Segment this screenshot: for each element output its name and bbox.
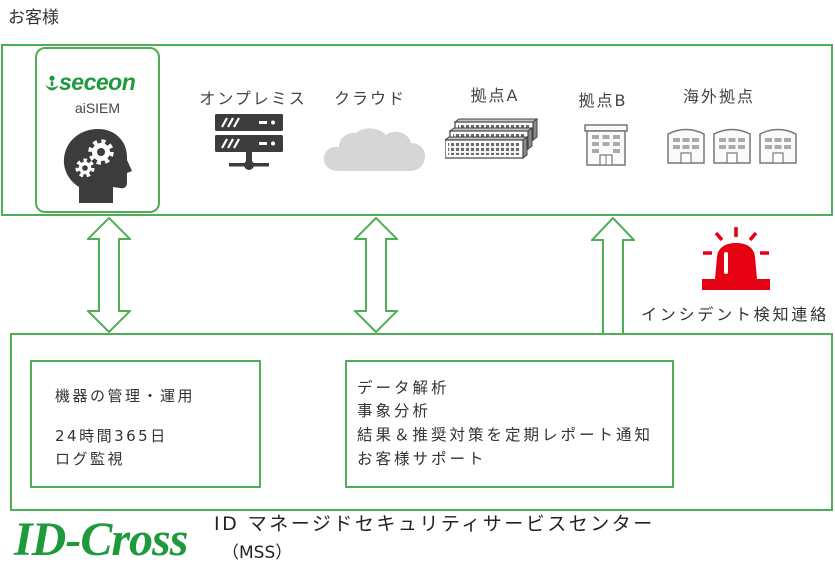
aisiem-card: seceon aiSIEM bbox=[35, 47, 160, 213]
incident-notification-label: インシデント検知連絡 bbox=[641, 305, 830, 324]
seceon-logo: seceon bbox=[59, 69, 136, 95]
footer-title: ID マネージドセキュリティサービスセンター bbox=[214, 513, 655, 535]
analysis-line: データ解析 bbox=[357, 379, 450, 397]
analysis-line: お客様サポート bbox=[357, 450, 487, 468]
up-arrow-icon bbox=[591, 217, 635, 333]
seceon-mark-icon bbox=[45, 75, 59, 91]
building-icon bbox=[584, 124, 628, 166]
mss-center-box bbox=[10, 333, 833, 511]
overseas-buildings-icon bbox=[667, 128, 797, 164]
footer-subtitle: （MSS） bbox=[222, 543, 293, 563]
operations-line: ログ監視 bbox=[55, 450, 126, 468]
cloud-icon bbox=[323, 128, 426, 171]
idcross-logo: ID-Cross bbox=[14, 513, 188, 566]
head-gears-icon bbox=[63, 129, 132, 203]
operations-box bbox=[30, 360, 261, 488]
aisiem-label: aiSIEM bbox=[74, 100, 121, 116]
asset-label-site-b: 拠点B bbox=[578, 91, 628, 110]
customer-title: お客様 bbox=[8, 8, 59, 28]
server-icon bbox=[215, 114, 283, 170]
analysis-box bbox=[345, 360, 674, 488]
double-arrow-icon bbox=[87, 217, 131, 333]
network-rack-icon bbox=[445, 118, 538, 159]
double-arrow-icon bbox=[354, 217, 398, 333]
operations-line: 機器の管理・運用 bbox=[55, 387, 196, 405]
asset-label-site-a: 拠点A bbox=[470, 86, 520, 105]
analysis-line: 事象分析 bbox=[357, 402, 432, 420]
asset-label-onpremise: オンプレミス bbox=[199, 89, 307, 108]
operations-line: 24時間365日 bbox=[55, 427, 168, 445]
customer-environment-box bbox=[1, 44, 833, 216]
asset-label-cloud: クラウド bbox=[333, 89, 406, 108]
analysis-line: 結果＆推奨対策を定期レポート通知 bbox=[357, 426, 654, 444]
siren-icon bbox=[702, 227, 770, 290]
asset-label-overseas: 海外拠点 bbox=[682, 87, 755, 106]
